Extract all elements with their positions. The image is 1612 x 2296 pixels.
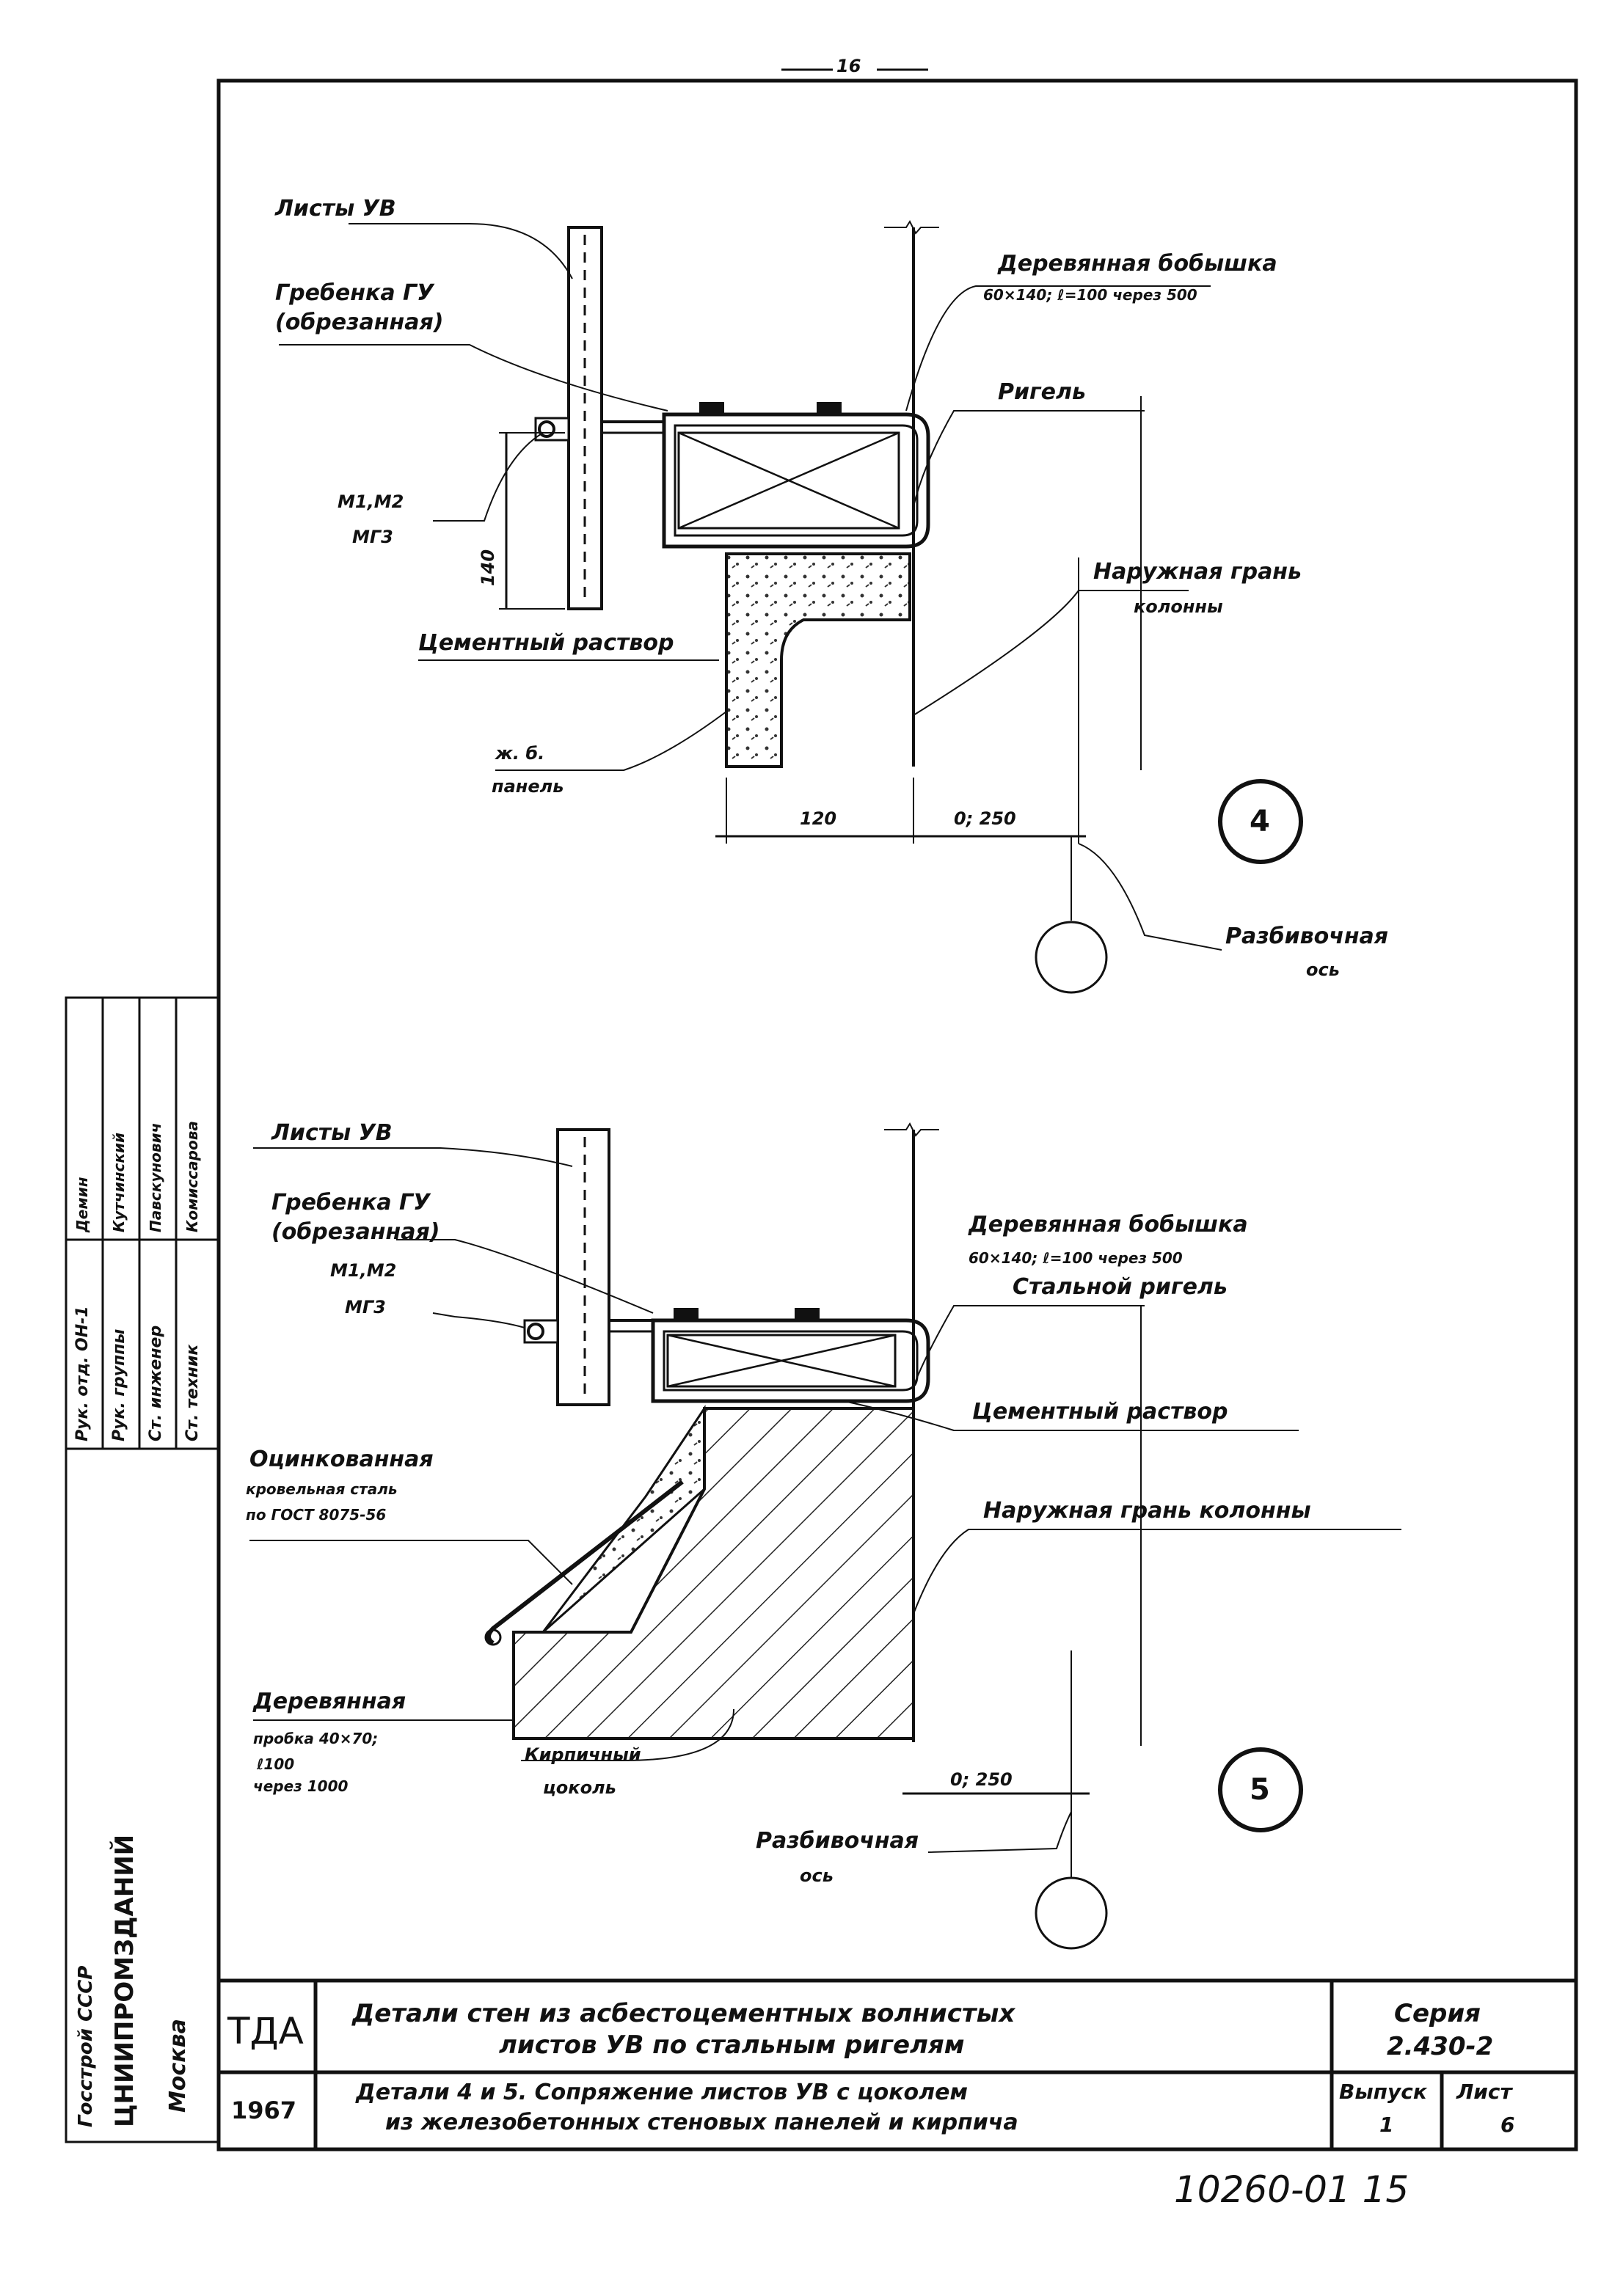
d4-label-bolts-2: МГ3 — [352, 527, 393, 547]
d4-label-block-2: 60×140; ℓ=100 через 500 — [983, 286, 1197, 304]
d5-label-face: Наружная грань колонны — [983, 1498, 1311, 1524]
d5-label-block-1: Деревянная бобышка — [969, 1212, 1248, 1237]
d5-label-comb-2: (обрезанная) — [271, 1219, 440, 1245]
d4-marker: 4 — [1250, 805, 1270, 838]
tb-sheet-value: 6 — [1500, 2113, 1515, 2137]
d4-label-mortar: Цементный раствор — [418, 630, 674, 656]
d4-label-bolts-1: М1,М2 — [338, 491, 404, 512]
d4-label-face-1: Наружная грань — [1093, 559, 1302, 585]
d5-label-sheets: Листы УВ — [271, 1120, 393, 1146]
d5-label-plug-2: пробка 40×70; — [253, 1730, 379, 1747]
tb-subtitle-2: из железобетонных стеновых панелей и кир… — [385, 2110, 1018, 2135]
stamp-role-4: Ст. техник — [183, 1344, 202, 1441]
d5-label-galv-3: по ГОСТ 8075-56 — [246, 1506, 387, 1524]
d5-label-bolts-1: М1,М2 — [330, 1260, 397, 1281]
d4-dim-height: 140 — [478, 549, 499, 587]
d5-label-brick-1: Кирпичный — [525, 1744, 641, 1765]
tb-year: 1967 — [231, 2096, 297, 2124]
stamp-name-1: Демин — [73, 1177, 91, 1232]
d5-label-beam: Стальной ригель — [1013, 1274, 1228, 1300]
d5-dim-0-250: 0; 250 — [950, 1769, 1013, 1790]
stamp-role-2: Рук. группы — [110, 1328, 128, 1441]
stamp-org-1: Госстрой СССР — [75, 1965, 97, 2127]
d5-label-mortar: Цементный раствор — [972, 1399, 1228, 1425]
stamp-name-4: Комиссарова — [183, 1121, 201, 1232]
tb-title-1: Детали стен из асбестоцементных волнисты… — [352, 1999, 1015, 2028]
stamp-name-2: Кутчинский — [110, 1133, 128, 1232]
d5-marker: 5 — [1250, 1773, 1270, 1807]
page-number: 16 — [836, 56, 861, 76]
tb-series-value: 2.430-2 — [1387, 2032, 1494, 2061]
d5-label-brick-2: цоколь — [543, 1777, 616, 1798]
d4-label-beam: Ригель — [998, 379, 1086, 405]
d4-label-block-1: Деревянная бобышка — [998, 251, 1277, 277]
d5-label-plug-4: через 1000 — [253, 1777, 349, 1795]
footer-code: 10260-01 15 — [1174, 2168, 1409, 2211]
d5-label-comb-1: Гребенка ГУ — [271, 1190, 431, 1215]
d4-label-axis-2: ось — [1306, 959, 1340, 980]
d5-label-axis-2: ось — [800, 1865, 834, 1886]
stamp-org-3: Москва — [165, 2019, 191, 2113]
detail-5-graphics — [249, 1122, 1401, 1950]
d5-label-axis-1: Разбивочная — [756, 1828, 919, 1854]
stamp-role-1: Рук. отд. ОН-1 — [73, 1306, 92, 1441]
d4-label-panel-1: ж. б. — [495, 743, 545, 764]
d4-dim-120: 120 — [800, 808, 837, 829]
stamp-role-3: Ст. инженер — [147, 1325, 165, 1441]
detail-4-graphics — [279, 219, 1303, 994]
tb-series-label: Серия — [1394, 1999, 1481, 2028]
d4-label-comb-1: Гребенка ГУ — [275, 280, 434, 306]
stamp-name-3: Павскунович — [147, 1122, 164, 1232]
d4-label-sheets: Листы УВ — [275, 196, 396, 222]
tb-subtitle-1: Детали 4 и 5. Сопряжение листов УВ с цок… — [356, 2080, 968, 2105]
d4-dim-0-250: 0; 250 — [954, 808, 1016, 829]
tb-title-2: листов УВ по стальным ригелям — [499, 2030, 965, 2060]
tb-tda: ТДА — [227, 2010, 304, 2052]
d5-label-plug-3: ℓ100 — [257, 1755, 295, 1773]
d5-label-bolts-2: МГ3 — [345, 1297, 386, 1317]
d4-label-panel-2: панель — [492, 776, 564, 797]
side-stamp-frame — [65, 996, 220, 2143]
d4-label-face-2: колонны — [1134, 596, 1223, 617]
d5-label-galv-1: Оцинкованная — [249, 1447, 434, 1472]
title-block-frame — [219, 1978, 1576, 2149]
tb-issue-label: Выпуск — [1339, 2080, 1427, 2104]
stamp-org-2: ЦНИИПРОМЗДАНИЙ — [110, 1834, 139, 2127]
d4-label-comb-2: (обрезанная) — [275, 310, 444, 335]
d4-label-axis-1: Разбивочная — [1225, 924, 1389, 949]
d5-label-plug-1: Деревянная — [253, 1689, 406, 1714]
tb-issue-value: 1 — [1379, 2113, 1394, 2137]
d5-label-block-2: 60×140; ℓ=100 через 500 — [969, 1249, 1183, 1267]
tb-sheet-label: Лист — [1456, 2080, 1512, 2104]
d5-label-galv-2: кровельная сталь — [246, 1480, 398, 1498]
